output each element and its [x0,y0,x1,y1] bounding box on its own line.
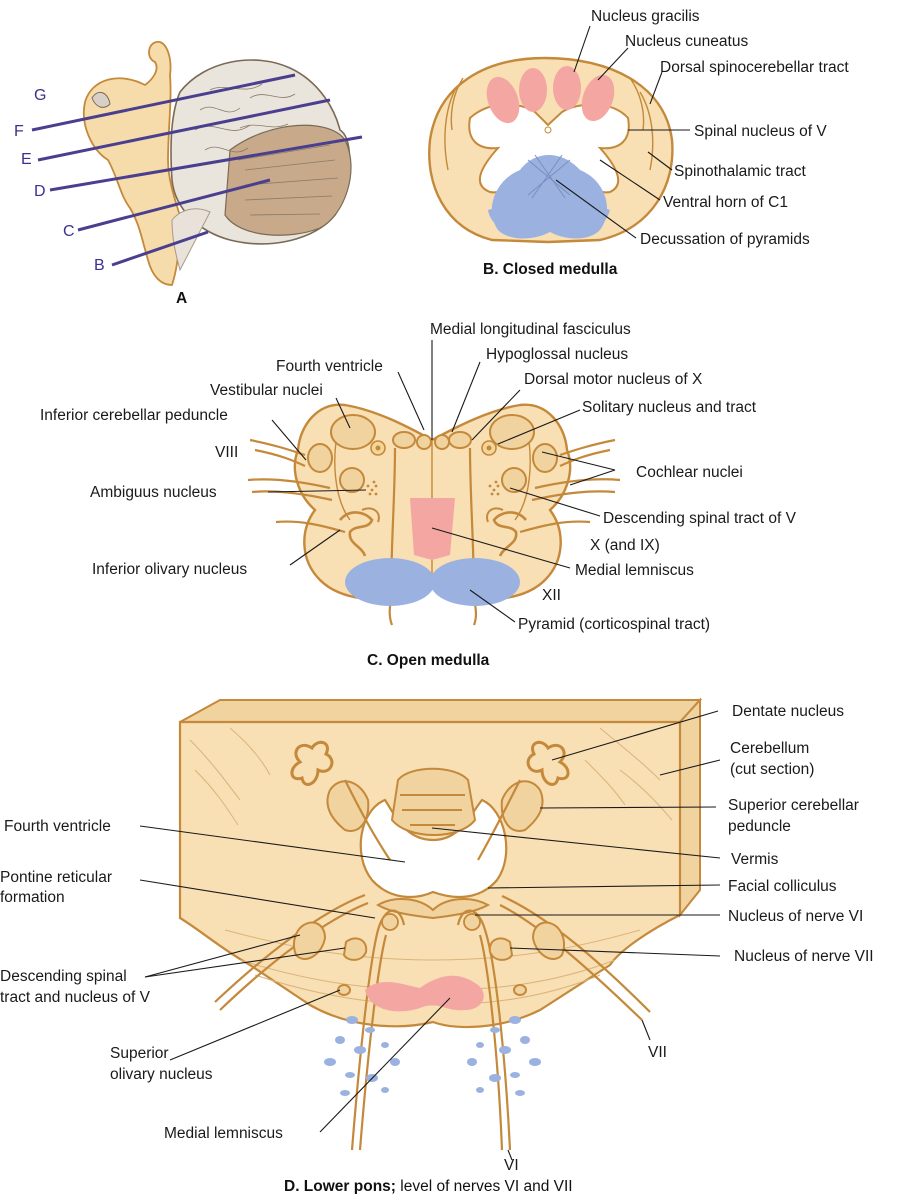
panel-d-caption: D. Lower pons; level of nerves VI and VI… [284,1178,573,1194]
panel-d-caption-rest: level of nerves VI and VII [396,1178,573,1194]
label-cerebellum-2: (cut section) [730,761,814,778]
nucleus-vi-right [464,914,480,930]
label-superior-olivary-2: olivary nucleus [110,1066,213,1083]
label-pontine-reticular-2: formation [0,889,65,906]
nucleus-gracilis-right [553,66,581,110]
label-solitary-nucleus: Solitary nucleus and tract [582,399,757,416]
label-mlf: Medial longitudinal fasciculus [430,321,631,338]
label-dorsal-motor-x: Dorsal motor nucleus of X [524,371,703,388]
label-ventral-horn-c1: Ventral horn of C1 [663,194,788,211]
label-inferior-cerebellar-peduncle: Inferior cerebellar peduncle [40,407,228,424]
label-nucleus-vii: Nucleus of nerve VII [734,948,874,965]
label-hypoglossal-nucleus: Hypoglossal nucleus [486,346,628,363]
panel-b-caption: B. Closed medulla [483,261,618,278]
label-vestibular-nuclei: Vestibular nuclei [210,382,323,399]
panel-a-brainstem-sagittal: G F E D C B A [14,38,362,307]
label-nerve-vi: VI [504,1157,519,1174]
cut-letter-e: E [21,151,32,168]
label-nerve-vii: VII [648,1044,667,1061]
label-descending-v-2: tract and nucleus of V [0,989,151,1006]
label-superior-olivary-1: Superior [110,1045,169,1062]
label-fourth-ventricle-d: Fourth ventricle [4,818,111,835]
label-nucleus-vi: Nucleus of nerve VI [728,908,863,925]
nucleus-vi-left [382,914,398,930]
panel-d-caption-bold: D. Lower pons; [284,1178,396,1194]
label-cochlear-nuclei: Cochlear nuclei [636,464,743,481]
label-spinal-nucleus-v: Spinal nucleus of V [694,123,827,140]
label-x-and-ix: X (and IX) [590,537,660,554]
label-xii: XII [542,587,561,604]
cut-letter-g: G [34,87,46,104]
label-nucleus-gracilis: Nucleus gracilis [591,8,700,25]
panel-c-caption: C. Open medulla [367,652,490,669]
cut-letter-b: B [94,257,105,274]
label-pontine-reticular-1: Pontine reticular [0,869,112,886]
label-spinothalamic: Spinothalamic tract [674,163,807,180]
panel-c-open-medulla: Medial longitudinal fasciculus Fourth ve… [40,321,797,669]
label-nucleus-cuneatus: Nucleus cuneatus [625,33,748,50]
label-ambiguus-nucleus: Ambiguus nucleus [90,484,217,501]
label-inferior-olivary: Inferior olivary nucleus [92,561,247,578]
label-decussation-pyramids: Decussation of pyramids [640,231,810,248]
label-vermis: Vermis [731,851,779,868]
cut-letter-c: C [63,223,75,240]
panel-b-closed-medulla: Nucleus gracilis Nucleus cuneatus Dorsal… [429,8,849,278]
label-superior-cerebellar-peduncle-1: Superior cerebellar [728,797,859,814]
label-descending-spinal-tract-v: Descending spinal tract of V [603,510,797,527]
pyramid-left [345,558,435,606]
label-medial-lemniscus-d: Medial lemniscus [164,1125,283,1142]
label-fourth-ventricle-c: Fourth ventricle [276,358,383,375]
pyramid-right [430,558,520,606]
panel-d-lower-pons: Dentate nucleus Cerebellum (cut section)… [0,700,874,1194]
label-medial-lemniscus-c: Medial lemniscus [575,562,694,579]
label-superior-cerebellar-peduncle-2: peduncle [728,818,791,835]
label-viii: VIII [215,444,238,461]
label-pyramid: Pyramid (corticospinal tract) [518,616,710,633]
label-facial-colliculus: Facial colliculus [728,878,837,895]
label-dentate-nucleus: Dentate nucleus [732,703,844,720]
label-descending-v-1: Descending spinal [0,968,127,985]
label-dorsal-spinocerebellar: Dorsal spinocerebellar tract [660,59,849,76]
nucleus-gracilis-left [519,68,547,112]
panel-a-caption: A [176,290,187,307]
label-cerebellum-1: Cerebellum [730,740,809,757]
cut-letter-d: D [34,183,46,200]
cut-letter-f: F [14,123,24,140]
medial-lemniscus [410,498,455,560]
